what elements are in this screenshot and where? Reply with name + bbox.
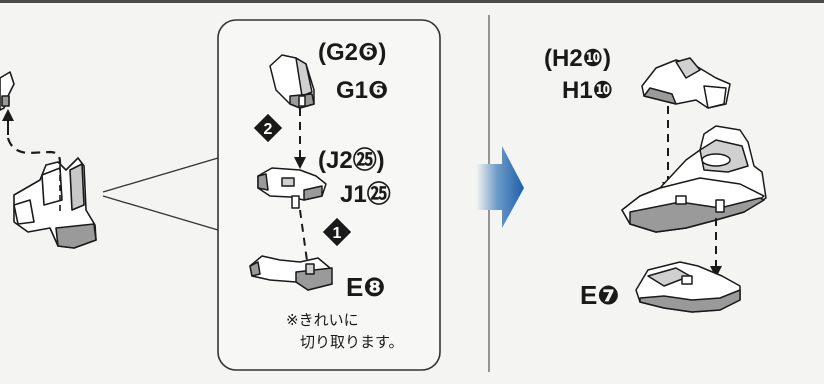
g1-part bbox=[269, 54, 315, 109]
step-1-number: 1 bbox=[333, 225, 342, 242]
assembled-base-part bbox=[621, 125, 767, 233]
label-j1: J1㉕ bbox=[340, 181, 391, 208]
e8-part bbox=[249, 255, 333, 291]
note-line-2: 切り取ります。 bbox=[300, 333, 404, 351]
e7-part bbox=[635, 261, 741, 313]
callout-panel bbox=[217, 19, 441, 371]
j1-to-e-arrow bbox=[299, 209, 314, 274]
label-h1: H1❿ bbox=[562, 77, 613, 104]
callout-line-bottom bbox=[102, 195, 219, 231]
note-line-1: ※きれいに bbox=[286, 311, 359, 329]
next-step-arrow bbox=[476, 146, 524, 228]
left-dashed-path bbox=[6, 137, 62, 200]
step-2-number: 2 bbox=[264, 121, 273, 138]
callout-line-top bbox=[102, 157, 219, 193]
label-g2: (G2❻) bbox=[318, 39, 387, 66]
label-e7: E❼ bbox=[580, 280, 620, 310]
left-assembly-figure bbox=[0, 71, 97, 249]
label-j2: (J2㉕) bbox=[318, 147, 385, 174]
h1-part bbox=[641, 57, 731, 109]
label-g1: G1❻ bbox=[336, 77, 389, 104]
label-e8: E❽ bbox=[346, 272, 386, 302]
j1-part bbox=[257, 167, 327, 209]
label-h2: (H2❿) bbox=[544, 45, 611, 72]
